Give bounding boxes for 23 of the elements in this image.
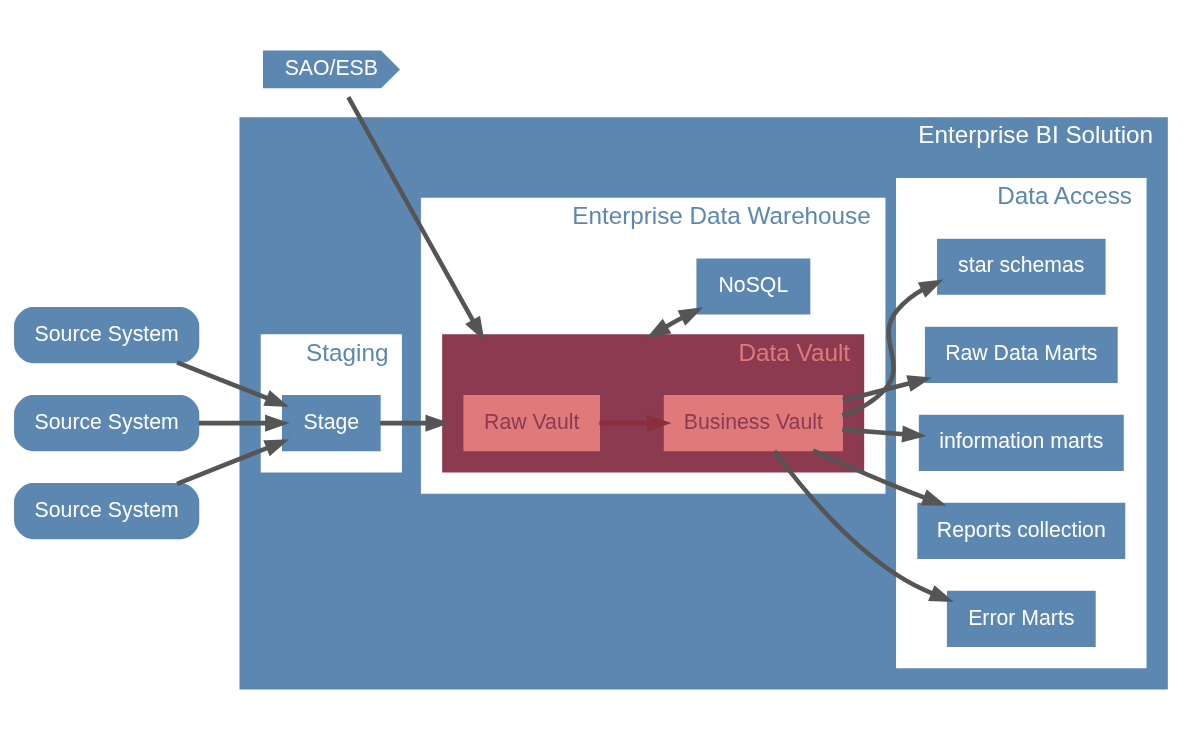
node-box: information marts (918, 414, 1124, 471)
node-box: Reports collection (917, 502, 1126, 559)
arrow (841, 279, 944, 418)
node-box: NoSQL (696, 258, 811, 315)
arrow (772, 449, 954, 602)
arrow (646, 307, 704, 339)
arrow (380, 414, 450, 432)
arrow (176, 439, 290, 486)
arrow (842, 425, 927, 443)
node-box: Raw Data Marts (924, 326, 1118, 383)
arrow (812, 448, 947, 506)
arrow (599, 414, 672, 432)
node-box: Source System (14, 307, 200, 364)
node-box: Source System (14, 483, 200, 540)
arrow (176, 360, 290, 407)
arrow (842, 375, 932, 403)
node-box: Business Vault (663, 395, 843, 452)
node-box: Raw Vault (463, 395, 601, 452)
arrow (198, 414, 290, 432)
node-box: Source System (14, 395, 200, 452)
node-box: Error Marts (946, 590, 1096, 648)
node-box: Stage (282, 395, 381, 452)
node-box: star schemas (937, 238, 1106, 295)
